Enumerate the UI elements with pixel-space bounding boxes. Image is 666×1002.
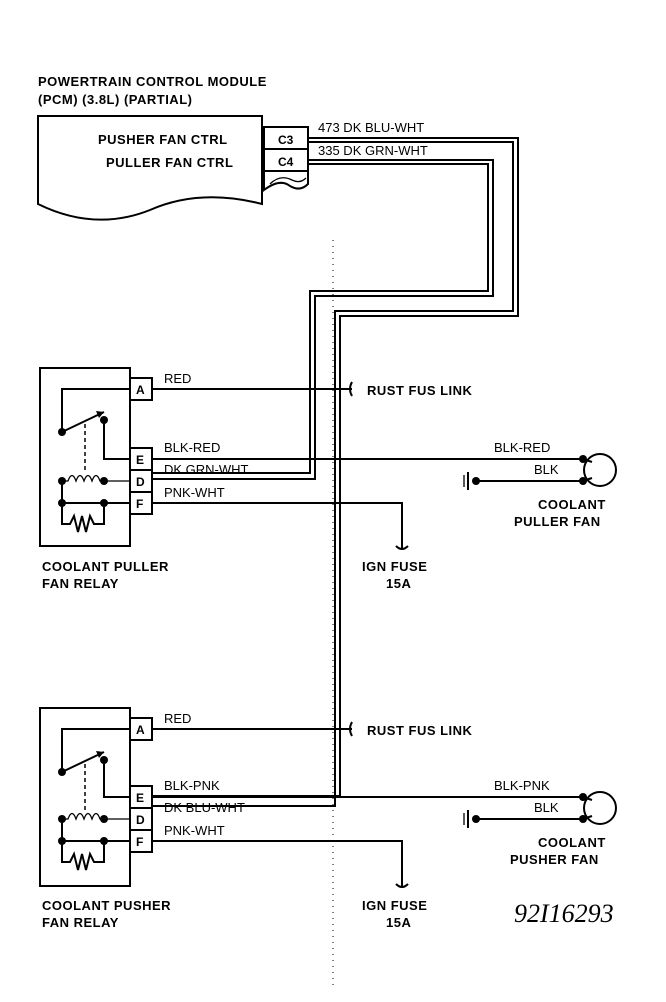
pusher-fan-motor	[463, 791, 617, 828]
puller-fan-wire-bottom-label: BLK	[534, 462, 559, 477]
puller-relay-switch	[58, 388, 130, 470]
pusher-fan-wire-bottom-label: BLK	[534, 800, 559, 815]
pusher-ign-fuse-symbol	[395, 883, 409, 888]
puller-ign-fuse-symbol	[395, 545, 409, 550]
puller-relay-name-line1: COOLANT PULLER	[42, 559, 169, 574]
pusher-wire-d-label: DK BLU-WHT	[164, 800, 245, 815]
puller-fus-link-label: RUST FUS LINK	[367, 383, 473, 398]
puller-relay-pin-e: E	[136, 453, 144, 467]
pusher-relay-pin-f: F	[136, 835, 143, 849]
pcm-title-line1: POWERTRAIN CONTROL MODULE	[38, 74, 267, 89]
wire-473-inner	[152, 141, 514, 807]
puller-relay-coil	[58, 474, 130, 533]
puller-wire-e-label: BLK-RED	[164, 440, 220, 455]
wire-335-inner	[152, 163, 489, 474]
puller-relay-pin-a: A	[136, 383, 145, 397]
pcm-connector-tail	[263, 171, 309, 192]
pusher-relay-coil	[58, 812, 130, 871]
pcm-title-line2: (PCM) (3.8L) (PARTIAL)	[38, 92, 192, 107]
puller-wire-pnk-wht	[152, 502, 403, 548]
pusher-wire-a-label: RED	[164, 711, 191, 726]
pusher-relay-name-line2: FAN RELAY	[42, 915, 119, 930]
pcm-connector-break	[269, 177, 307, 185]
puller-ign-fuse-line2: 15A	[386, 576, 411, 591]
pcm-body	[37, 115, 263, 221]
puller-fus-link-symbol	[349, 381, 353, 397]
pcm-pin-c4: C4	[278, 155, 294, 169]
pcm-wire-c3-label: 473 DK BLU-WHT	[318, 120, 424, 135]
wire-335-outer	[152, 159, 494, 480]
pcm-pusher-ctrl-label: PUSHER FAN CTRL	[98, 132, 228, 147]
puller-fan-wire-top-label: BLK-RED	[494, 440, 550, 455]
pusher-relay-pin-a: A	[136, 723, 145, 737]
puller-wire-d-label: DK GRN-WHT	[164, 462, 249, 477]
puller-relay-body	[39, 367, 131, 547]
pusher-fus-link-label: RUST FUS LINK	[367, 723, 473, 738]
pusher-ign-fuse-line1: IGN FUSE	[362, 898, 427, 913]
pusher-ign-fuse-line2: 15A	[386, 915, 411, 930]
puller-fan-name-line1: COOLANT	[538, 497, 606, 512]
pcm-wire-c4-label: 335 DK GRN-WHT	[318, 143, 428, 158]
pcm-puller-ctrl-label: PULLER FAN CTRL	[106, 155, 233, 170]
puller-ign-fuse-line1: IGN FUSE	[362, 559, 427, 574]
pusher-fan-wire-top-label: BLK-PNK	[494, 778, 550, 793]
pcm-pin-c3: C3	[278, 133, 294, 147]
puller-wire-f-label: PNK-WHT	[164, 485, 225, 500]
puller-relay-name-line2: FAN RELAY	[42, 576, 119, 591]
pusher-fan-name-line1: COOLANT	[538, 835, 606, 850]
pusher-fus-link-symbol	[349, 721, 353, 737]
puller-fan-motor	[463, 453, 617, 490]
pusher-wire-f-label: PNK-WHT	[164, 823, 225, 838]
puller-fan-name-line2: PULLER FAN	[514, 514, 601, 529]
pusher-relay-switch	[58, 728, 130, 810]
pusher-fan-name-line2: PUSHER FAN	[510, 852, 599, 867]
puller-wire-a-label: RED	[164, 371, 191, 386]
pusher-wire-pnk-wht	[152, 840, 403, 886]
figure-number: 92I16293	[514, 899, 614, 928]
pusher-relay-pin-d: D	[136, 813, 145, 827]
pusher-relay-name-line1: COOLANT PUSHER	[42, 898, 171, 913]
pusher-wire-e-label: BLK-PNK	[164, 778, 220, 793]
puller-relay-pin-d: D	[136, 475, 145, 489]
pusher-relay-pin-e: E	[136, 791, 144, 805]
puller-relay-pin-f: F	[136, 497, 143, 511]
